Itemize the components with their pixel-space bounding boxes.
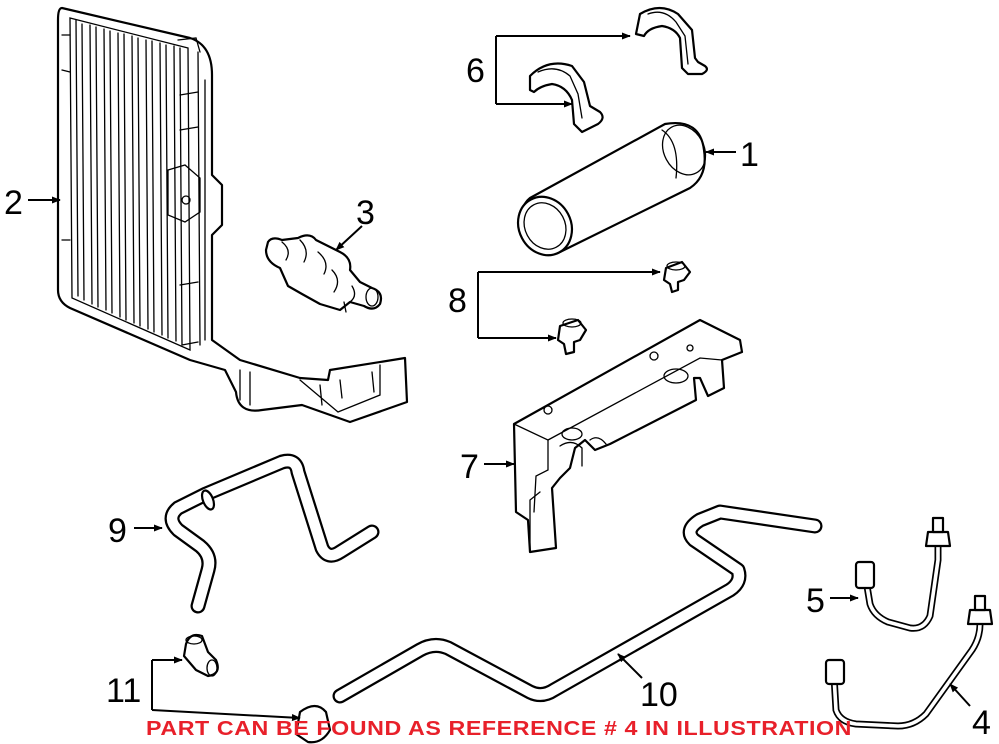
callout-7: 7 [460,448,479,486]
oil-filter-cylinder [516,121,707,257]
callout-numbers: 1 2 3 6 8 7 9 5 10 11 4 [4,52,991,742]
mounting-bracket [512,318,744,554]
callout-1: 1 [740,136,759,174]
callout-5: 5 [806,582,825,620]
bolt-lower [556,318,588,356]
callout-9: 9 [108,512,127,550]
callout-6: 6 [466,52,485,90]
oil-cooler-radiator [56,6,409,424]
cooler-line-short [854,516,952,632]
cooler-line-long [824,594,994,730]
callout-3: 3 [356,194,375,232]
cooler-hose-lower [332,504,823,704]
elbow-hose [182,633,332,744]
cooler-hose-upper [164,453,380,614]
callout-2: 2 [4,184,23,222]
connector-fitting [264,234,383,313]
leader-lines [28,32,971,722]
callout-4: 4 [972,704,991,742]
clamp-lower [528,62,604,134]
bolt-upper [662,260,692,294]
callout-8: 8 [448,282,467,320]
callout-11: 11 [106,672,141,710]
clamp-upper [634,6,709,76]
callout-10: 10 [640,676,678,714]
reference-notice: PART CAN BE FOUND AS REFERENCE # 4 IN IL… [146,718,852,740]
